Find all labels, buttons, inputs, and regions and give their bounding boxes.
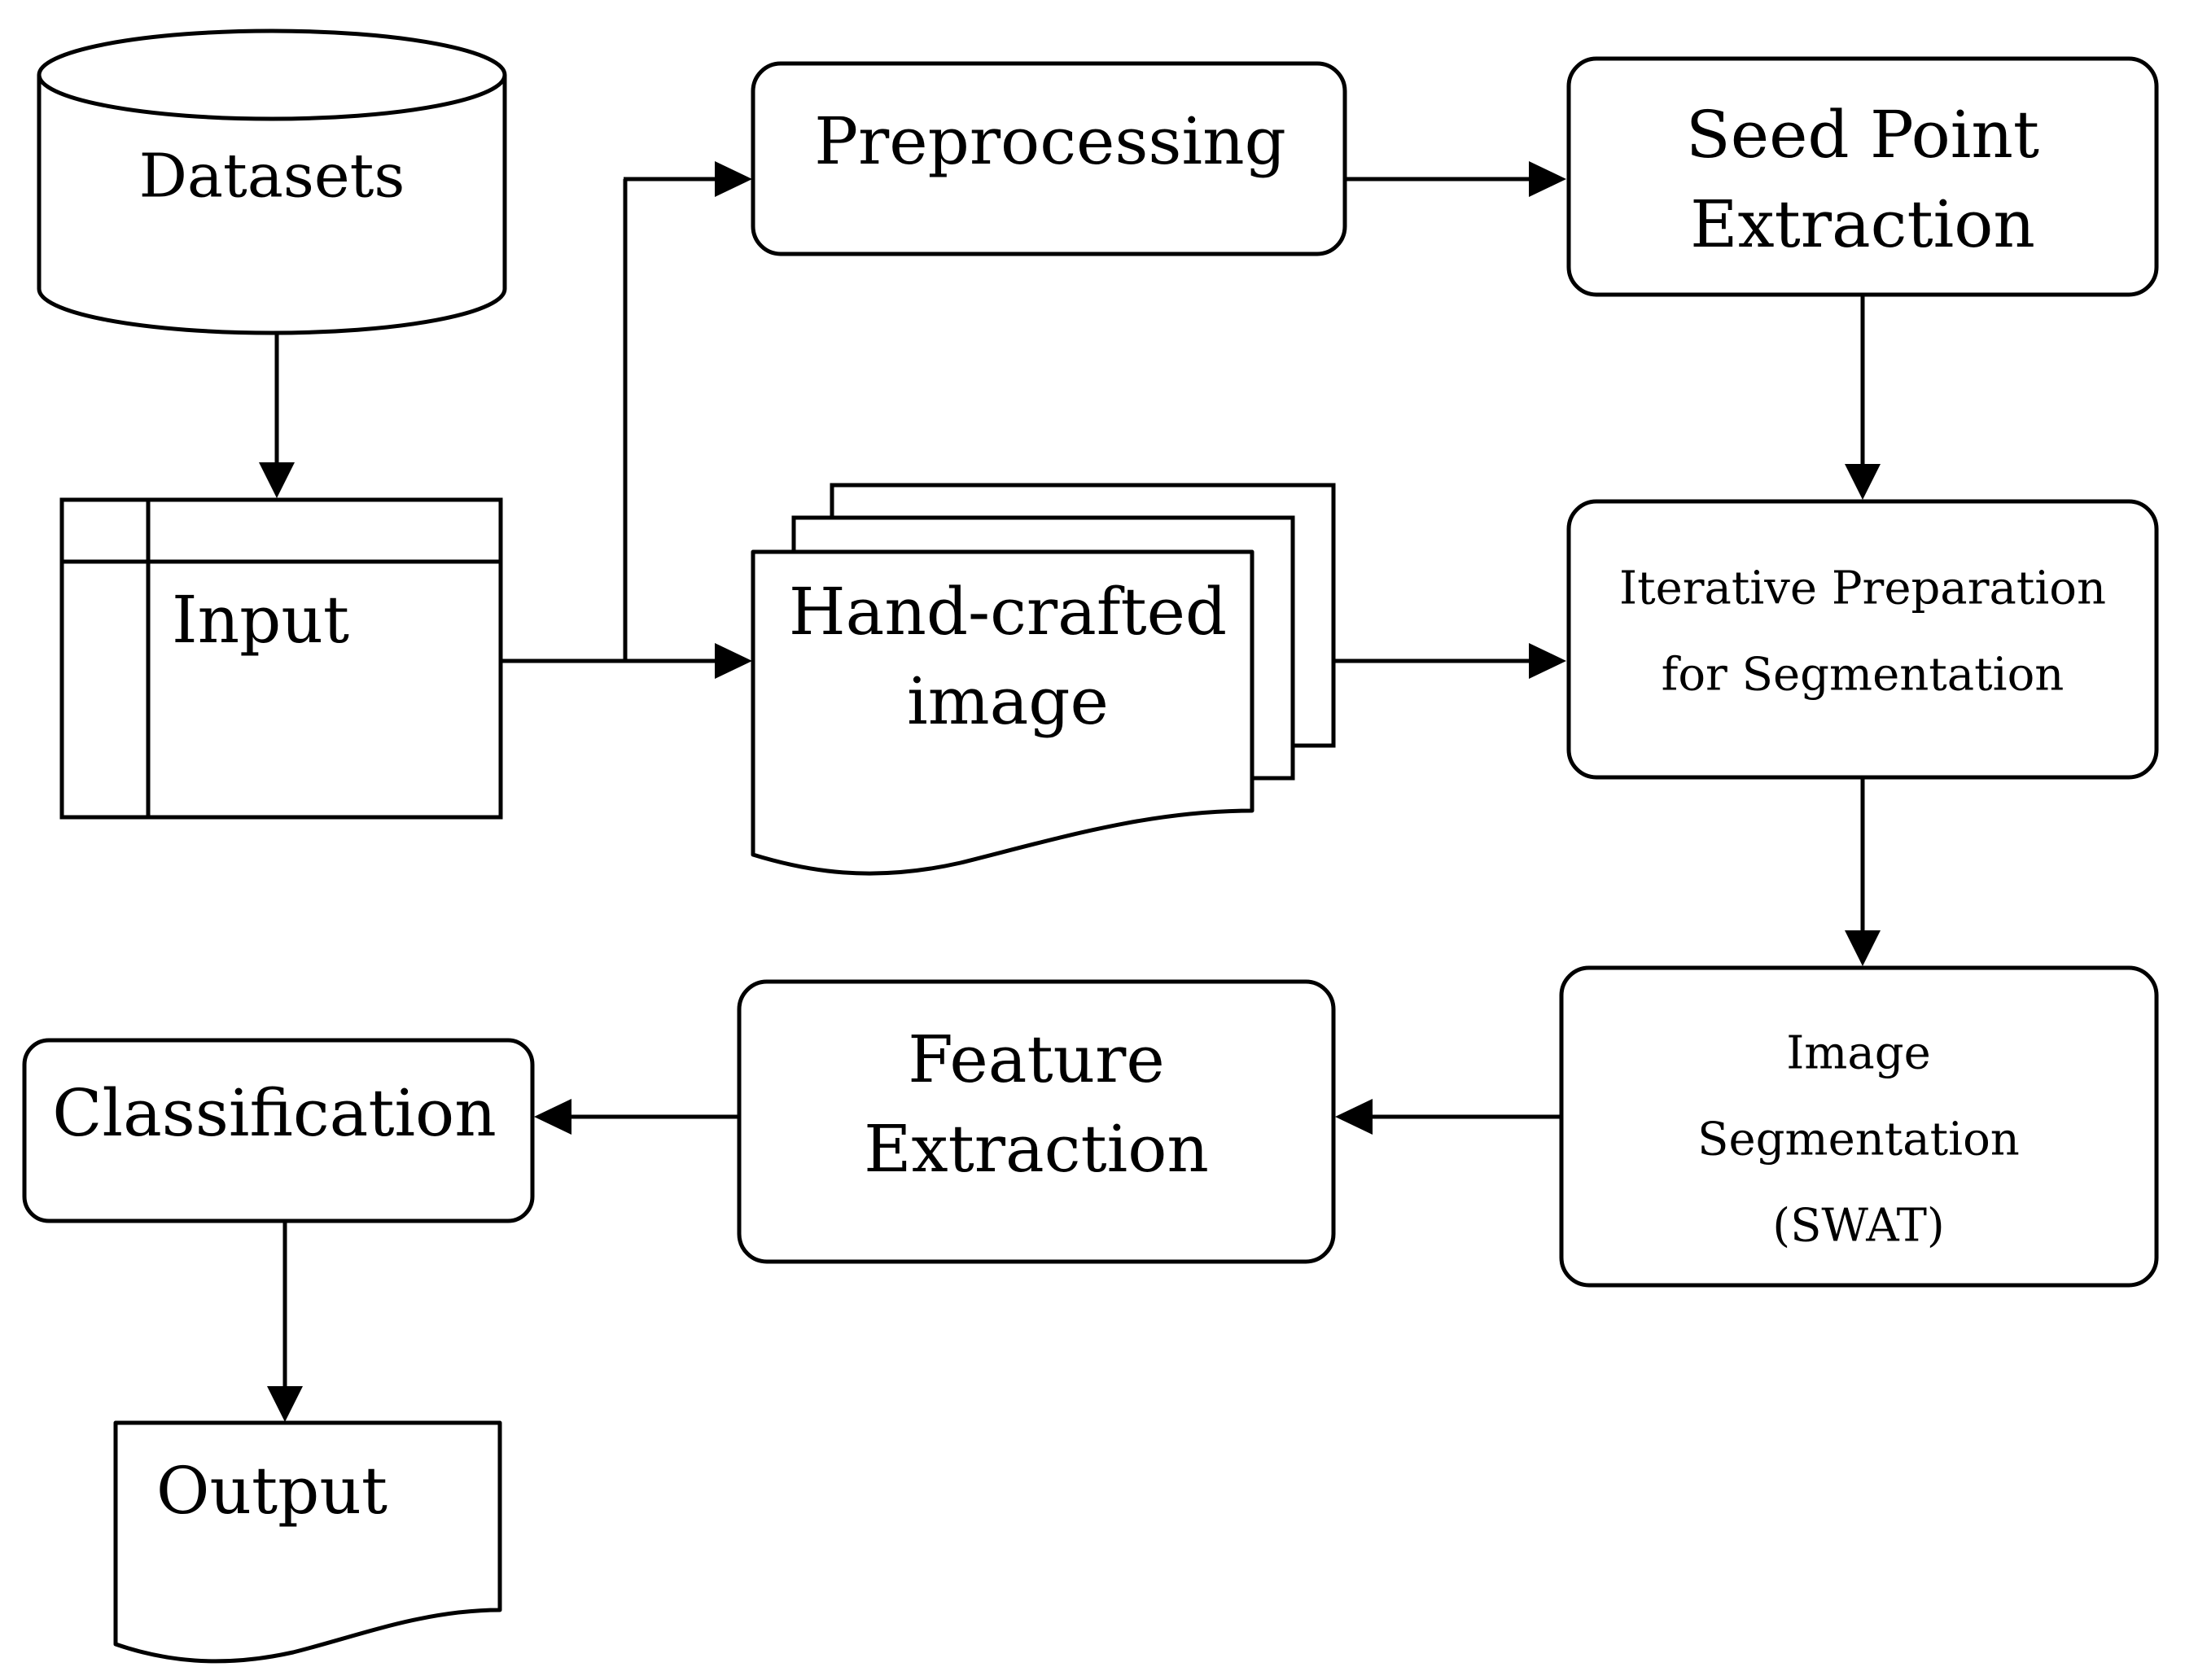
iterative-label-line1: Iterative Preparation (1619, 562, 2106, 615)
node-output: Output (113, 1420, 502, 1664)
edge-datasets-to-input (259, 334, 295, 498)
edge-seedpoint-to-iterative (1845, 295, 1881, 500)
input-label: Input (172, 582, 349, 658)
iterative-label-line2: for Segmentation (1662, 649, 2065, 702)
preprocessing-label: Preprocessing (814, 103, 1286, 179)
output-label: Output (156, 1453, 388, 1529)
segmentation-label-line1: Image (1786, 1027, 1931, 1080)
handcrafted-label-line2: image (907, 663, 1109, 739)
node-iterative-preparation: Iterative Preparation for Segmentation (1566, 499, 2159, 780)
edge-input-to-preprocessing (624, 161, 752, 197)
feature-label-line2: Extraction (864, 1111, 1209, 1187)
segmentation-label-line2: Segmentation (1697, 1113, 2020, 1166)
node-handcrafted-image: Hand-crafted image (751, 483, 1336, 876)
edge-handcrafted-to-iterative (1333, 643, 1566, 679)
edge-feature-to-classification (534, 1099, 739, 1135)
feature-label-line1: Feature (908, 1022, 1164, 1097)
edge-classification-to-output (267, 1221, 303, 1422)
edge-iterative-to-segmentation (1845, 777, 1881, 966)
seed-point-label-line2: Extraction (1690, 186, 2035, 262)
handcrafted-label-line1: Hand-crafted (789, 574, 1227, 650)
node-image-segmentation: Image Segmentation (SWAT) (1559, 965, 2159, 1288)
edge-segmentation-to-feature (1335, 1099, 1561, 1135)
edge-input-trunk (501, 179, 628, 663)
node-datasets: Datasets (37, 28, 507, 335)
node-seed-point-extraction: Seed Point Extraction (1566, 56, 2159, 297)
edge-preprocessing-to-seedpoint (1345, 161, 1566, 197)
node-preprocessing: Preprocessing (751, 61, 1347, 256)
segmentation-label-line3: (SWAT) (1772, 1200, 1945, 1253)
connectors (259, 161, 1881, 1422)
node-input: Input (59, 497, 503, 820)
edge-input-to-handcrafted (625, 643, 752, 679)
datasets-label: Datasets (139, 141, 405, 211)
classification-label: Classification (52, 1075, 496, 1151)
node-classification: Classification (22, 1038, 535, 1223)
seed-point-label-line1: Seed Point (1686, 97, 2039, 173)
node-feature-extraction: Feature Extraction (737, 979, 1336, 1264)
